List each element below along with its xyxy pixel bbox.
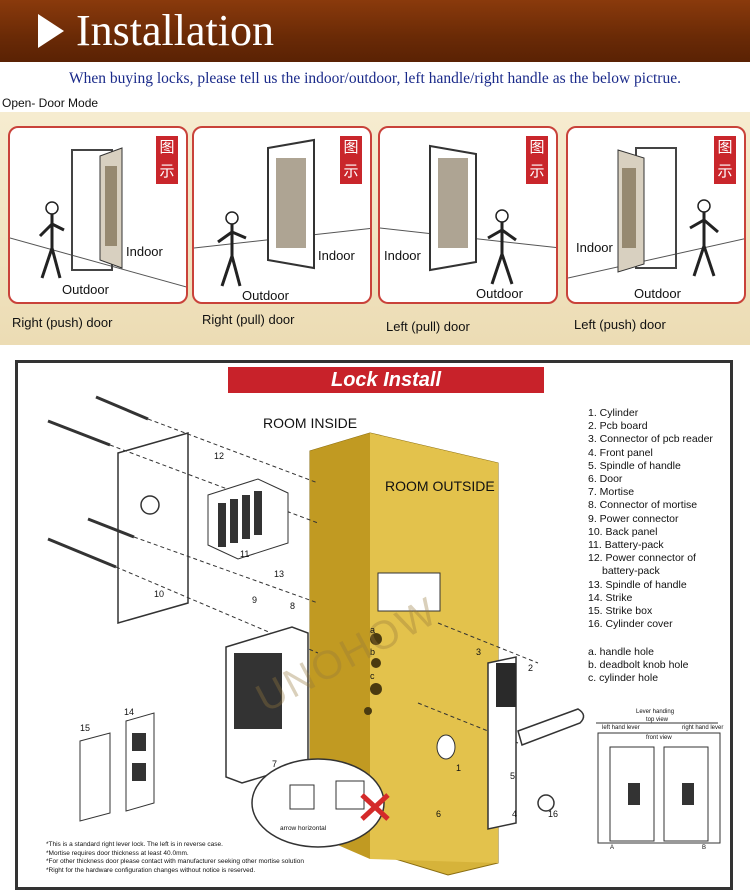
part-number: 15 (80, 723, 91, 733)
lock-install-title: Lock Install (228, 367, 544, 393)
indoor-label: Indoor (576, 240, 613, 255)
part-number: 2 (528, 663, 534, 673)
holes-legend-item: b. deadbolt knob hole (588, 659, 689, 672)
part-number: 7 (272, 759, 278, 769)
outdoor-label: Outdoor (476, 286, 523, 301)
parts-legend-item: 15. Strike box (588, 605, 653, 618)
page-title: Installation (76, 6, 274, 55)
door-caption: Right (pull) door (202, 312, 295, 327)
indoor-label: Indoor (318, 248, 355, 263)
holes-legend: a. handle hole b. deadbolt knob hole c. … (588, 646, 688, 686)
install-note: *Mortise requires door thickness at leas… (46, 849, 189, 857)
mini-top-view: top view (646, 717, 669, 723)
open-door-mode-label: Open- Door Mode (2, 96, 99, 110)
part-number: 5 (510, 771, 516, 781)
holes-legend-item: c. cylinder hole (588, 672, 659, 685)
parts-legend-item: 2. Pcb board (588, 420, 648, 433)
part-number: 10 (154, 589, 165, 599)
room-outside-label: ROOM OUTSIDE (385, 478, 495, 494)
parts-legend-item: battery-pack (602, 565, 660, 578)
parts-legend-item: 13. Spindle of handle (588, 578, 687, 591)
door-card-right-push: 图示 Indoor Outdoor (8, 126, 188, 304)
part-number: 14 (124, 707, 135, 717)
part-number: 13 (274, 569, 285, 579)
diagram-tag: 图示 (156, 136, 178, 184)
mini-label-a: A (610, 845, 615, 851)
part-number: 6 (436, 809, 442, 819)
door-caption: Right (push) door (12, 315, 113, 330)
part-number: 4 (512, 809, 518, 819)
diagram-tag: 图示 (714, 136, 736, 184)
parts-legend-item: 3. Connector of pcb reader (588, 433, 713, 446)
mini-right-hand: right hand lever (682, 725, 724, 731)
indoor-label: Indoor (126, 244, 163, 259)
parts-legend-item: 1. Cylinder (588, 407, 639, 419)
mini-left-hand: left hand lever (602, 725, 640, 731)
part-number: 12 (214, 451, 225, 461)
door-card-right-pull: 图示 Indoor Outdoor (192, 126, 372, 304)
play-arrow-icon (38, 14, 64, 48)
exploded-view-drawing (47, 395, 721, 876)
outdoor-label: Outdoor (62, 282, 109, 297)
install-notes: *This is a standard right lever lock. Th… (46, 841, 304, 875)
holes-legend-item: a. handle hole (588, 646, 654, 658)
part-number: 11 (240, 549, 250, 559)
part-number: 16 (548, 809, 559, 819)
part-number: 3 (476, 647, 482, 657)
parts-legend-item: 9. Power connector (588, 512, 679, 525)
install-note: *For other thickness door please contact… (46, 858, 304, 865)
diagram-tag: 图示 (340, 136, 362, 184)
outdoor-label: Outdoor (242, 288, 289, 303)
parts-legend-item: 5. Spindle of handle (588, 459, 681, 472)
diagram-tag: 图示 (526, 136, 548, 184)
install-note: *This is a standard right lever lock. Th… (46, 841, 223, 848)
door-illustration (568, 147, 744, 279)
parts-legend-item: 7. Mortise (588, 486, 635, 499)
parts-legend-item: 10. Back panel (588, 525, 658, 538)
door-illustration (194, 138, 370, 287)
part-number: 1 (456, 763, 462, 773)
lock-install-diagram: Lock Install ROOM INSIDE ROOM OUTSIDE UN… (15, 360, 733, 890)
hole-letter: a (370, 625, 376, 635)
mini-front-view: front view (646, 735, 672, 741)
callout-label: arrow horizontal (280, 825, 327, 832)
mini-lever-handing: Lever handing (636, 709, 675, 715)
parts-legend: 1. Cylinder 2. Pcb board 3. Connector of… (588, 407, 713, 631)
parts-legend-item: 12. Power connector of (588, 552, 696, 565)
header-banner: Installation (0, 0, 750, 62)
parts-legend-item: 6. Door (588, 473, 623, 486)
hole-letter: c (370, 671, 375, 681)
door-illustration (10, 147, 186, 288)
room-inside-label: ROOM INSIDE (263, 415, 358, 431)
buying-notice: When buying locks, please tell us the in… (69, 70, 681, 87)
door-caption: Left (pull) door (386, 319, 470, 334)
part-number: 9 (252, 595, 258, 605)
door-modes-panel: 图示 Indoor Outdoor 图示 Indoor Outdoor 图示 I… (0, 112, 750, 345)
parts-legend-item: 16. Cylinder cover (588, 618, 673, 631)
parts-legend-item: 14. Strike (588, 591, 633, 604)
install-note: *Right for the hardware configuration ch… (46, 866, 256, 874)
parts-legend-item: 11. Battery-pack (588, 539, 664, 552)
door-caption: Left (push) door (574, 317, 666, 332)
parts-legend-item: 8. Connector of mortise (588, 499, 698, 512)
door-card-left-push: 图示 Indoor Outdoor (566, 126, 746, 304)
hole-letter: b (370, 647, 376, 657)
part-number: 8 (290, 601, 296, 611)
mini-label-b: B (702, 845, 707, 851)
door-card-left-pull: 图示 Indoor Outdoor (378, 126, 558, 304)
door-illustration (380, 144, 556, 285)
indoor-label: Indoor (384, 248, 421, 263)
parts-legend-item: 4. Front panel (588, 446, 653, 459)
outdoor-label: Outdoor (634, 286, 681, 301)
